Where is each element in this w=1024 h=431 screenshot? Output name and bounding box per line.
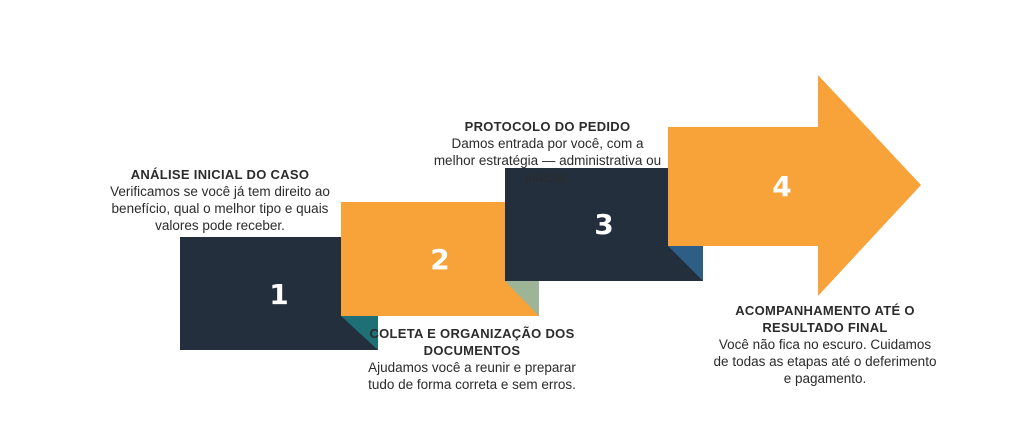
step-1-description: Verificamos se você já tem direito ao be… — [110, 184, 330, 233]
step-4-text: ACOMPANHAMENTO ATÉ O RESULTADO FINAL Voc… — [710, 302, 940, 387]
step-3-title: PROTOCOLO DO PEDIDO — [464, 119, 631, 134]
step-1-fold — [341, 316, 378, 350]
step-2-title: COLETA E ORGANIZAÇÃO DOS DOCUMENTOS — [369, 326, 575, 358]
step-2-number: 2 — [430, 243, 450, 276]
step-3-text: PROTOCOLO DO PEDIDO Damos entrada por vo… — [430, 118, 665, 186]
step-2-fold — [505, 281, 539, 316]
step-3-fold — [668, 246, 703, 281]
step-4-title: ACOMPANHAMENTO ATÉ O RESULTADO FINAL — [735, 303, 915, 335]
step-4-arrow — [668, 75, 921, 296]
step-3-description: Damos entrada por você, com a melhor est… — [433, 136, 662, 185]
step-1-number: 1 — [269, 278, 289, 311]
step-2-description: Ajudamos você a reunir e preparar tudo d… — [368, 360, 576, 392]
step-1-title: ANÁLISE INICIAL DO CASO — [130, 167, 310, 182]
step-3-number: 3 — [594, 208, 614, 241]
step-2-text: COLETA E ORGANIZAÇÃO DOS DOCUMENTOS Ajud… — [357, 325, 587, 393]
step-1-text: ANÁLISE INICIAL DO CASO Verificamos se v… — [110, 166, 330, 234]
step-4-number: 4 — [772, 170, 792, 203]
step-4-description: Você não fica no escuro. Cuidamos de tod… — [713, 337, 937, 386]
